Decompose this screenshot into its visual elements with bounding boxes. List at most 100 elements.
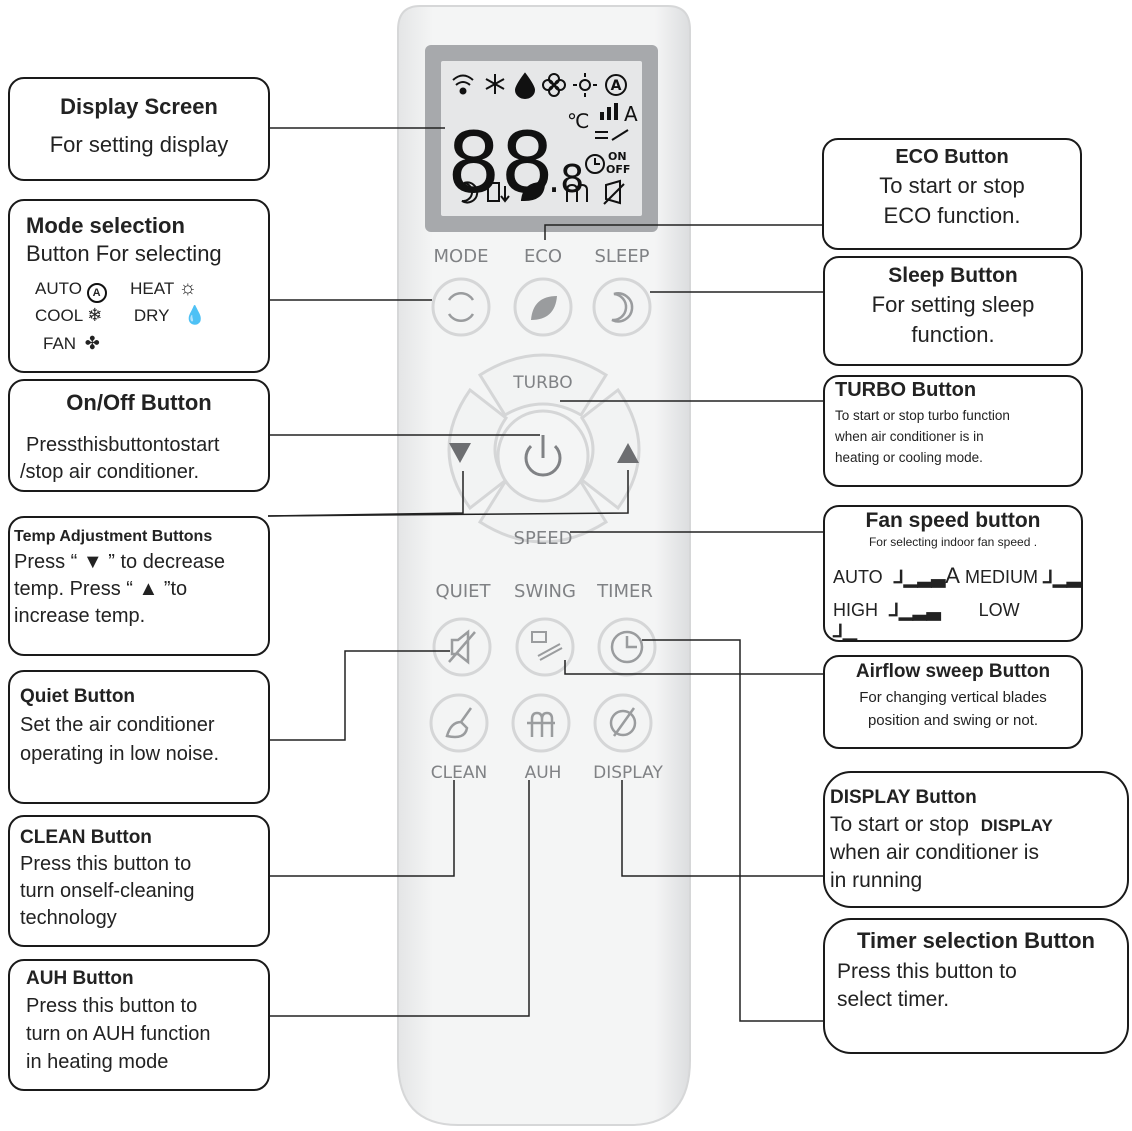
temp-adjust-line2: temp. Press “ ▲ ”to <box>14 578 188 600</box>
turbo-button[interactable] <box>477 353 609 418</box>
sleep-callout: Sleep Button For setting sleep function. <box>823 256 1083 366</box>
temp-up-button[interactable] <box>579 387 641 511</box>
muted-speaker-icon <box>450 629 470 665</box>
turbo-title: TURBO Button <box>835 379 977 401</box>
fanspeed-subtitle: For selecting indoor fan speed . <box>868 535 1038 549</box>
fanspeed-row2: HIGH ⅃▁▂▃ LOW ⅃▁ <box>833 600 1081 641</box>
lcd-on: ON <box>608 150 627 163</box>
fan-speed-full-icon: ⅃▁▂▃ <box>893 567 946 587</box>
fan-high-label: HIGH <box>833 600 878 620</box>
signal-icon <box>452 74 474 95</box>
lcd-off: OFF <box>606 163 630 176</box>
display-off-icon <box>609 709 637 737</box>
moon-icon <box>461 181 479 204</box>
mode-dry-label: DRY <box>133 306 170 325</box>
display-btn-line3: in running <box>830 869 923 892</box>
auh-line3: in heating mode <box>26 1051 169 1073</box>
eco-line2: ECO function. <box>883 203 1021 228</box>
timer-button[interactable] <box>597 617 657 677</box>
fan-low-label: LOW <box>978 600 1020 620</box>
onoff-desc-line2: /stop air conditioner. <box>20 461 199 483</box>
temp-adjust-line3: increase temp. <box>14 605 146 627</box>
sun-icon <box>573 73 597 97</box>
sleep-moon-icon <box>611 292 634 323</box>
sleep-button[interactable] <box>592 277 652 337</box>
timer-callout: Timer selection Button Press this button… <box>823 918 1129 1054</box>
airflow-title: Airflow sweep Button <box>855 661 1051 682</box>
timer-label: TIMER <box>596 581 653 602</box>
airflow-callout: Airflow sweep Button For changing vertic… <box>823 655 1083 749</box>
turbo-label: TURBO <box>512 373 572 393</box>
eco-label: ECO <box>524 246 562 267</box>
auh-line1: Press this button to <box>26 995 198 1017</box>
display-screen-desc: For setting display <box>49 132 229 157</box>
up-arrow-icon <box>617 443 639 463</box>
fan-icon: ✤ <box>84 333 100 353</box>
eco-button[interactable] <box>513 277 573 337</box>
onoff-desc-line1: Pressthisbuttontostart <box>26 434 220 456</box>
clock-icon <box>610 630 644 664</box>
down-arrow-icon <box>449 443 471 463</box>
broom-icon <box>445 707 473 739</box>
auh-callout: AUH Button Press this button to turn on … <box>8 959 270 1091</box>
lcd-celsius: ℃ <box>567 109 589 133</box>
clean-title: CLEAN Button <box>20 827 152 848</box>
power-button[interactable] <box>496 409 590 503</box>
lcd-timer-icon <box>585 154 605 174</box>
speed-label: SPEED <box>514 528 573 549</box>
onoff-title: On/Off Button <box>66 390 212 415</box>
drop-icon: 💧 <box>183 305 207 325</box>
mode-cool-label: COOL <box>35 306 83 325</box>
lcd-top-icons <box>452 72 627 99</box>
clean-line1: Press this button to <box>20 853 192 875</box>
lcd-auto-letter: A <box>611 78 622 94</box>
mode-button[interactable] <box>431 277 491 337</box>
display-button[interactable] <box>593 693 653 753</box>
mode-fan-label: FAN <box>43 334 77 353</box>
quiet-title: Quiet Button <box>20 686 136 707</box>
clean-button[interactable] <box>429 693 489 753</box>
drop-icon <box>514 72 536 99</box>
display-screen-callout: Display Screen For setting display <box>8 77 270 181</box>
display-btn-line1-bold: DISPLAY <box>980 816 1053 835</box>
auto-mode-icon <box>605 74 627 96</box>
heater-icon <box>566 183 588 202</box>
timer-line2: select timer. <box>837 988 950 1011</box>
fanspeed-title: Fan speed button <box>865 509 1041 532</box>
swing-louver-icon <box>531 631 547 643</box>
display-btn-title: DISPLAY Button <box>830 787 977 808</box>
sleep-label: SLEEP <box>594 246 649 267</box>
power-icon <box>524 444 562 477</box>
mode-auto-label: AUTO <box>35 279 82 298</box>
mode-selection-callout: Mode selection Button For selecting AUTO… <box>8 199 270 373</box>
swing-button[interactable] <box>515 617 575 677</box>
lcd-fan-speed-icon <box>600 103 618 120</box>
timer-line1: Press this button to <box>837 960 1017 983</box>
auh-button[interactable] <box>511 693 571 753</box>
fan-auto-letter: A <box>945 563 960 588</box>
eco-line1: To start or stop <box>879 173 1025 198</box>
display-btn-line1-text: To start or stop <box>830 813 969 836</box>
quiet-line2: operating in low noise. <box>20 743 220 765</box>
quiet-indicator-icon <box>603 179 625 205</box>
quiet-button[interactable] <box>432 617 492 677</box>
temp-adjust-title: Temp Adjustment Buttons <box>14 528 213 545</box>
leader-lines <box>267 127 823 1022</box>
display-btn-line2: when air conditioner is <box>830 841 1039 864</box>
sleep-line2: function. <box>911 322 995 347</box>
clean-label: CLEAN <box>431 763 487 783</box>
sleep-title: Sleep Button <box>888 264 1018 287</box>
display-btn-line1: To start or stop DISPLAY <box>830 813 1127 837</box>
heater-coil-icon <box>527 711 555 737</box>
display-button-callout: DISPLAY Button To start or stop DISPLAY … <box>823 771 1129 908</box>
display-label: DISPLAY <box>593 763 663 783</box>
quiet-label: QUIET <box>435 581 491 602</box>
clean-indicator-icon <box>487 182 510 203</box>
mode-heat-label: HEAT <box>130 279 174 298</box>
fan-speed-low-icon: ⅃▁ <box>833 621 857 641</box>
mode-selection-desc: Button For selecting <box>26 241 222 266</box>
lcd-fan-auto-letter: A <box>624 102 638 126</box>
fan-speed-medium-icon: ⅃▁▂ <box>1042 567 1081 587</box>
